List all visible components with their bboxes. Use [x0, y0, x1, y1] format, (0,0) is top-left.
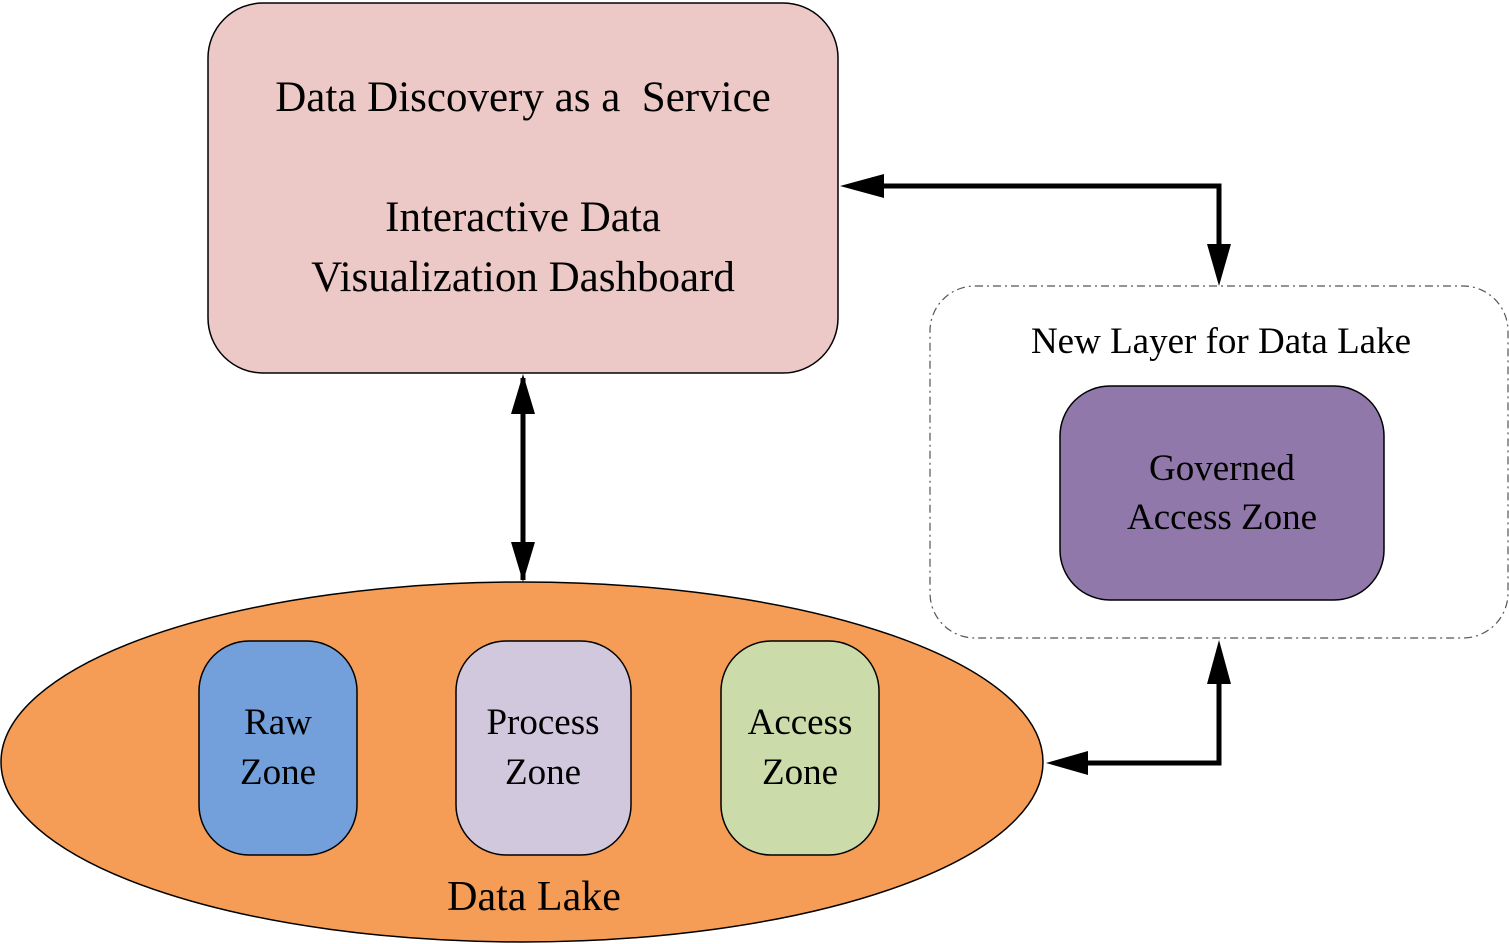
service-lake-arrowhead-up	[511, 374, 535, 414]
new-layer-title: New Layer for Data Lake	[1031, 321, 1411, 362]
data-lake: Raw Zone Process Zone Access Zone Data L…	[0, 581, 1044, 943]
governed-zone-label-line2: Access Zone	[1127, 497, 1317, 538]
governed-zone-box	[1059, 385, 1385, 601]
data-lake-label: Data Lake	[447, 874, 621, 920]
service-newlayer-arrowhead-left	[840, 174, 884, 198]
service-newlayer-connector	[880, 183, 1222, 250]
service-title: Data Discovery as a Service	[275, 74, 771, 121]
lake-newlayer-arrowhead-up	[1207, 640, 1231, 684]
raw-zone-label-line1: Raw	[244, 702, 312, 743]
access-zone-box	[720, 640, 880, 856]
raw-zone-box	[198, 640, 358, 856]
service-box: Data Discovery as a Service Interactive …	[207, 2, 839, 374]
service-subtitle-line1: Interactive Data	[385, 194, 661, 241]
lake-newlayer-arrowhead-left	[1046, 751, 1088, 775]
raw-zone-label-line2: Zone	[240, 752, 316, 793]
governed-zone-label-line1: Governed	[1149, 448, 1295, 489]
process-zone-label-line1: Process	[486, 702, 599, 743]
access-zone-label-line1: Access	[748, 702, 853, 743]
new-layer-container: New Layer for Data Lake Governed Access …	[929, 285, 1509, 639]
access-zone-label-line2: Zone	[762, 752, 838, 793]
lake-newlayer-connector	[1084, 680, 1222, 766]
service-newlayer-arrowhead-down	[1207, 244, 1231, 286]
connectors	[511, 174, 1231, 775]
service-box-shape	[207, 2, 839, 374]
process-zone-label-line2: Zone	[505, 752, 581, 793]
process-zone-box	[455, 640, 632, 856]
service-lake-arrowhead-down	[511, 542, 535, 582]
service-subtitle-line2: Visualization Dashboard	[311, 254, 735, 301]
